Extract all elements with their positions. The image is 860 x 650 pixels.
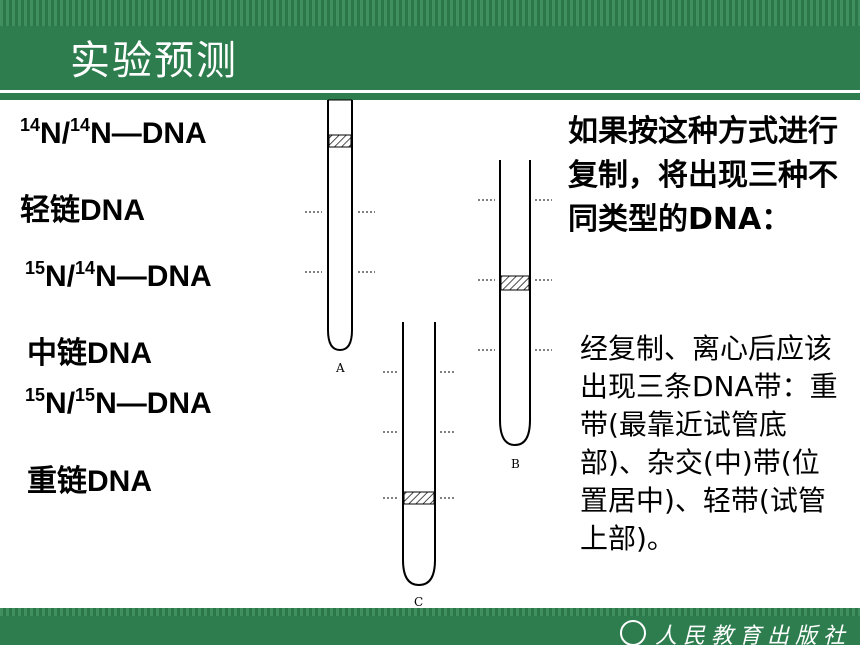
- label-15n-15n-dna: 15N/15N—DNA: [25, 385, 212, 420]
- header-rule: [0, 90, 860, 93]
- label-15n-14n-dna: 15N/14N—DNA: [25, 258, 212, 293]
- footer-stripes: [0, 608, 860, 616]
- publisher-logo-icon: [620, 620, 646, 646]
- tube-b-medium-band: [500, 275, 530, 291]
- label-heavy-dna: 重链DNA: [27, 465, 152, 498]
- tube-c-heavy-band: [403, 491, 435, 505]
- label-14n-14n-dna: 14N/14N—DNA: [20, 115, 207, 150]
- footer-bar: 人民教育出版社: [0, 608, 860, 649]
- label-light-dna: 轻链DNA: [20, 194, 145, 227]
- tube-c: C: [383, 322, 455, 609]
- publisher-name: 人民教育出版社: [655, 624, 852, 649]
- label-medium-dna: 中链DNA: [27, 337, 152, 370]
- centrifuge-description: 经复制、离心后应该出现三条DNA带：重带(最靠近试管底部)、杂交(中)带(位置居…: [580, 332, 838, 555]
- tube-a-label: A: [335, 361, 345, 375]
- replication-statement: 如果按这种方式进行复制，将出现三种不同类型的DNA：: [568, 114, 838, 237]
- header-stripes: [0, 0, 860, 26]
- title-bar: 实验预测: [0, 0, 860, 100]
- tube-a-light-band: [328, 134, 352, 148]
- tube-c-label: C: [414, 595, 423, 609]
- tube-b-label: B: [511, 457, 520, 471]
- slide-title: 实验预测: [70, 38, 238, 84]
- tube-a: A: [305, 99, 375, 375]
- tube-b: B: [478, 160, 552, 471]
